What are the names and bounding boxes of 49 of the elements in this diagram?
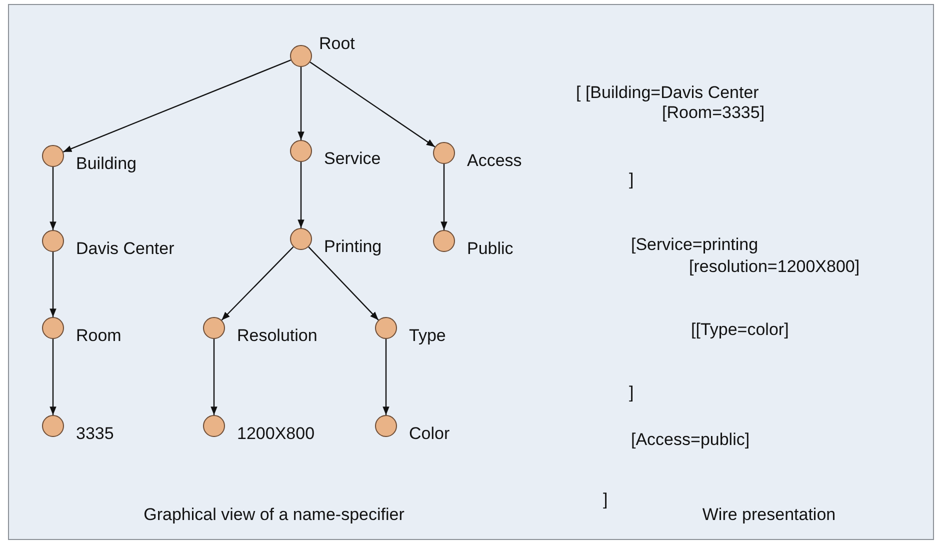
wire-text: ] xyxy=(603,490,608,510)
arrow xyxy=(310,62,436,148)
tree-node-circle xyxy=(433,142,455,164)
node-label: Color xyxy=(409,424,450,444)
node-label: Public xyxy=(467,239,514,259)
tree-node-circle xyxy=(203,317,225,339)
node-label: Davis Center xyxy=(76,239,174,259)
arrow xyxy=(308,246,379,320)
wire-text: [[Type=color] xyxy=(691,320,789,340)
tree-node-circle xyxy=(375,415,397,437)
tree-node-circle xyxy=(42,317,64,339)
arrow xyxy=(62,60,292,152)
tree-node-circle xyxy=(203,415,225,437)
arrow xyxy=(50,339,56,415)
node-label: Access xyxy=(467,151,522,171)
tree-node-circle xyxy=(290,45,312,67)
tree-node-circle xyxy=(290,228,312,250)
arrow xyxy=(440,164,448,230)
caption: Wire presentation xyxy=(702,505,836,525)
arrow xyxy=(382,339,390,415)
arrow xyxy=(298,67,304,140)
wire-text: [Service=printing xyxy=(631,235,758,255)
node-label: Root xyxy=(319,34,355,54)
node-label: 1200X800 xyxy=(237,424,315,444)
wire-text: ] xyxy=(629,170,634,190)
wire-text: [resolution=1200X800] xyxy=(689,257,860,277)
arrow xyxy=(50,167,56,230)
tree-node-circle xyxy=(42,145,64,167)
node-label: Service xyxy=(324,149,381,169)
wire-text: [Room=3335] xyxy=(662,103,765,123)
wire-text: [ [Building=Davis Center xyxy=(576,83,759,103)
caption: Graphical view of a name-specifier xyxy=(144,505,404,525)
tree-node-circle xyxy=(42,230,64,252)
arrow xyxy=(221,246,294,321)
arrow xyxy=(298,162,304,228)
node-label: Building xyxy=(76,154,136,174)
tree-node-circle xyxy=(375,317,397,339)
arrow xyxy=(210,339,218,415)
arrow xyxy=(50,252,56,317)
wire-text: [Access=public] xyxy=(631,430,750,450)
wire-text: ] xyxy=(629,383,634,403)
node-label: Room xyxy=(76,326,122,346)
node-label: Resolution xyxy=(237,326,318,346)
node-label: Type xyxy=(409,326,446,346)
tree-node-circle xyxy=(290,140,312,162)
node-label: 3335 xyxy=(76,424,114,444)
tree-node-circle xyxy=(42,415,64,437)
tree-node-circle xyxy=(433,230,455,252)
node-label: Printing xyxy=(324,237,382,257)
